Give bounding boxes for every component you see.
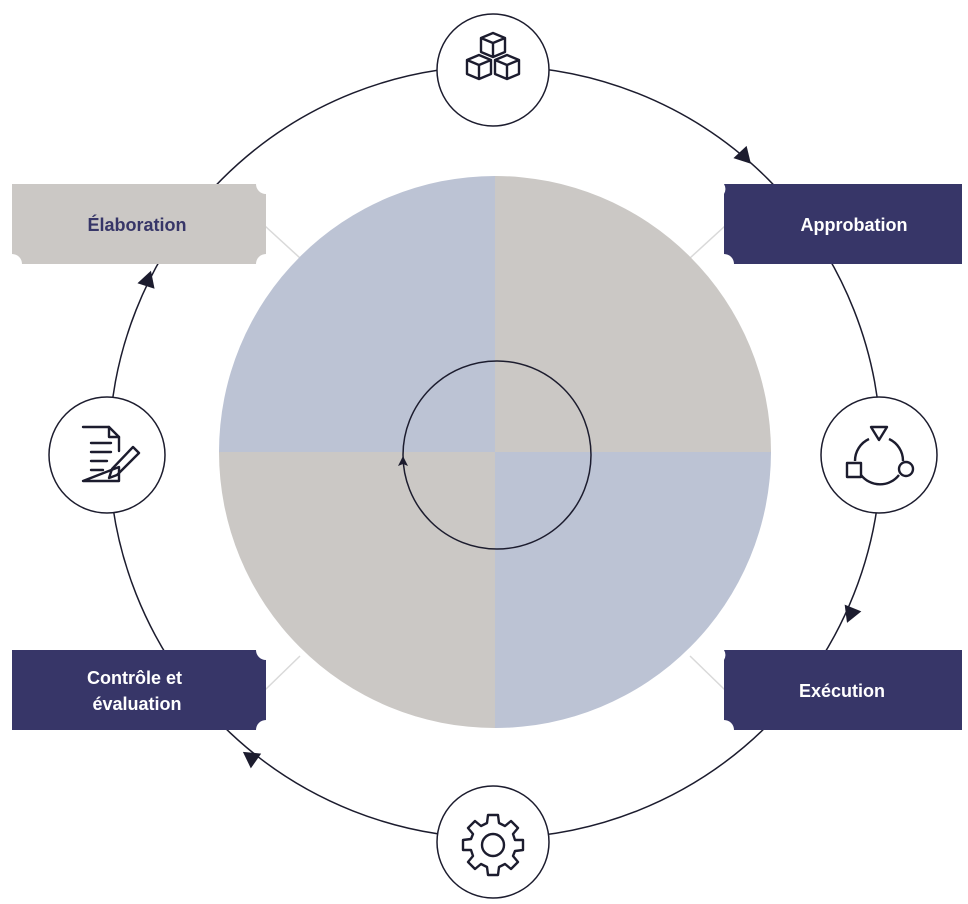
tag-elaboration (12, 184, 266, 264)
stage-label-elaboration: Élaboration (87, 214, 186, 235)
icon-nodes (48, 13, 938, 899)
document-edit-icon (81, 425, 141, 483)
connector-elaboration (264, 225, 301, 259)
connector-controle (264, 655, 301, 691)
connector-approbation (689, 225, 726, 259)
icon-circle-top (436, 13, 550, 127)
central-disc (219, 176, 771, 728)
cycle-shapes-icon (845, 425, 915, 486)
cycle-arrows (137, 145, 862, 769)
tag-approbation (724, 184, 962, 264)
quadrant-top-right (495, 176, 771, 452)
stage-label-line: évaluation (92, 694, 181, 714)
arrow-to-elaboration (137, 270, 155, 289)
quadrant-top-left (219, 176, 495, 452)
stage-label-line: Approbation (801, 215, 908, 235)
tag-execution (724, 650, 962, 730)
stage-label-line: Exécution (799, 681, 885, 701)
quadrant-bottom-left (219, 452, 495, 728)
arrow-to-approbation (733, 145, 751, 164)
stage-label-line: Contrôle et (87, 668, 182, 688)
icon-circle-bottom (436, 785, 550, 899)
connector-execution (689, 655, 726, 691)
tag-controle (12, 650, 266, 730)
inner-cycle-arrow (398, 456, 408, 466)
stage-label-controle: Contrôle et évaluation (87, 668, 187, 714)
label-connectors (264, 225, 726, 691)
stage-label-approbation: Approbation (801, 215, 908, 235)
inner-cycle-ring (402, 360, 592, 550)
cubes-icon (465, 31, 521, 81)
stage-label-execution: Exécution (799, 681, 885, 701)
stage-tags: Élaboration Approbation Exécution Contrô… (12, 184, 962, 730)
gear-icon (461, 813, 525, 877)
arrow-to-controle (242, 751, 262, 769)
icon-circle-left (48, 396, 166, 514)
stage-label-line: Élaboration (87, 214, 186, 235)
icon-circle-right (820, 396, 938, 514)
arrow-to-execution (844, 604, 862, 623)
